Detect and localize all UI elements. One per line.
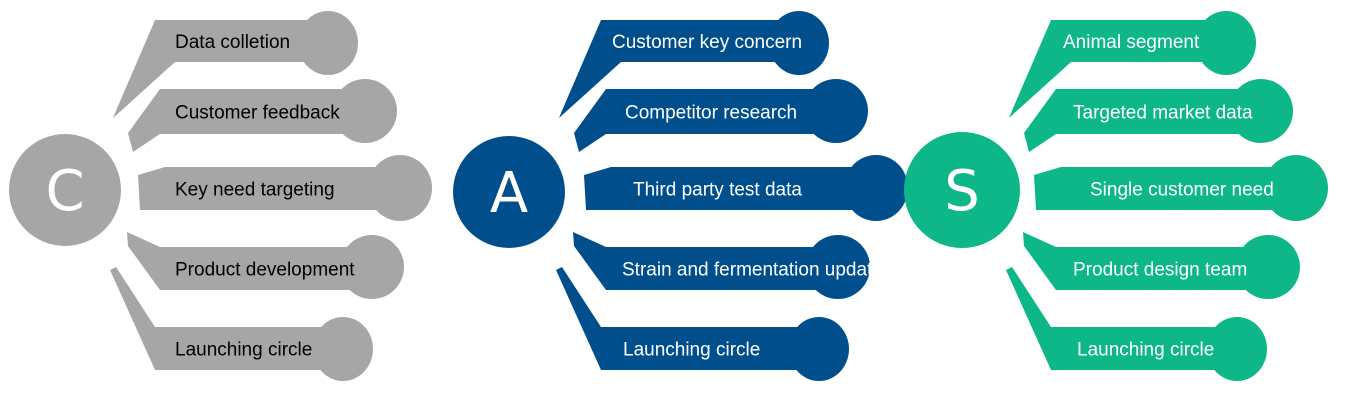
letter-circle-a <box>453 136 565 248</box>
branch-end-cap <box>1196 11 1256 75</box>
branch-label: Animal segment <box>1063 32 1200 53</box>
letter-c: C <box>45 159 84 224</box>
branch-label: Product development <box>175 260 355 281</box>
branch-label: Customer key concern <box>612 32 802 53</box>
branch-s-2: Targeted market data <box>1024 79 1293 152</box>
branch-label: Targeted market data <box>1073 103 1253 124</box>
branch-connector <box>138 167 400 210</box>
branch-connector <box>574 89 836 152</box>
branch-label: Key need targeting <box>175 180 335 201</box>
branch-label: Third party test data <box>633 180 802 201</box>
branch-s-5: Launching circle <box>1006 267 1267 381</box>
branch-end-cap <box>298 11 358 75</box>
branch-connector <box>1006 267 1237 370</box>
letter-a: A <box>490 161 528 226</box>
branch-end-cap <box>1236 235 1300 299</box>
branch-c-1: Data colletion <box>113 11 358 118</box>
branch-s-1: Animal segment <box>1009 11 1256 118</box>
branch-connector <box>110 267 343 370</box>
branch-c-5: Launching circle <box>110 267 373 381</box>
branch-a-1: Customer key concern <box>559 11 829 118</box>
branch-connector <box>128 89 365 152</box>
branch-label: Product design team <box>1073 260 1247 281</box>
letter-circle-c <box>9 134 121 246</box>
branch-connector <box>113 20 330 118</box>
branch-end-cap <box>313 317 373 381</box>
branch-a-4: Strain and fermentation update <box>573 232 883 299</box>
branch-connector <box>584 167 876 210</box>
branch-connector <box>1023 232 1268 290</box>
branch-end-cap <box>1264 155 1328 221</box>
branch-label: Launching circle <box>1077 340 1214 361</box>
branch-a-2: Competitor research <box>574 79 868 152</box>
branch-end-cap <box>1207 317 1267 381</box>
branch-label: Strain and fermentation update <box>622 260 883 281</box>
branch-connector <box>1034 167 1296 210</box>
branch-label: Single customer need <box>1090 180 1274 201</box>
branch-end-cap <box>844 155 908 221</box>
branch-connector <box>573 232 838 290</box>
branch-c-2: Customer feedback <box>128 79 397 152</box>
branch-label: Launching circle <box>175 340 312 361</box>
branch-end-cap <box>340 235 404 299</box>
branch-s-4: Product design team <box>1023 232 1300 299</box>
branch-connector <box>1024 89 1261 152</box>
letter-s: S <box>944 159 980 224</box>
branch-connector <box>559 20 801 118</box>
branch-c-3: Key need targeting <box>138 155 432 221</box>
branch-connector <box>1009 20 1228 118</box>
branch-label: Launching circle <box>623 340 760 361</box>
branch-end-cap <box>1229 79 1293 143</box>
branch-end-cap <box>769 11 829 75</box>
branch-connector <box>556 267 819 370</box>
branch-end-cap <box>806 235 870 299</box>
branch-label: Competitor research <box>625 103 797 124</box>
branch-c-4: Product development <box>127 232 404 299</box>
letter-circle-s <box>904 132 1020 248</box>
branch-end-cap <box>368 155 432 221</box>
branch-label: Data colletion <box>175 32 290 53</box>
branch-end-cap <box>804 79 868 143</box>
branch-a-3: Third party test data <box>584 155 908 221</box>
branch-end-cap <box>789 317 849 381</box>
branch-a-5: Launching circle <box>556 267 849 381</box>
branch-label: Customer feedback <box>175 103 340 124</box>
branch-connector <box>127 232 372 290</box>
branch-end-cap <box>333 79 397 143</box>
branch-s-3: Single customer need <box>1034 155 1328 221</box>
